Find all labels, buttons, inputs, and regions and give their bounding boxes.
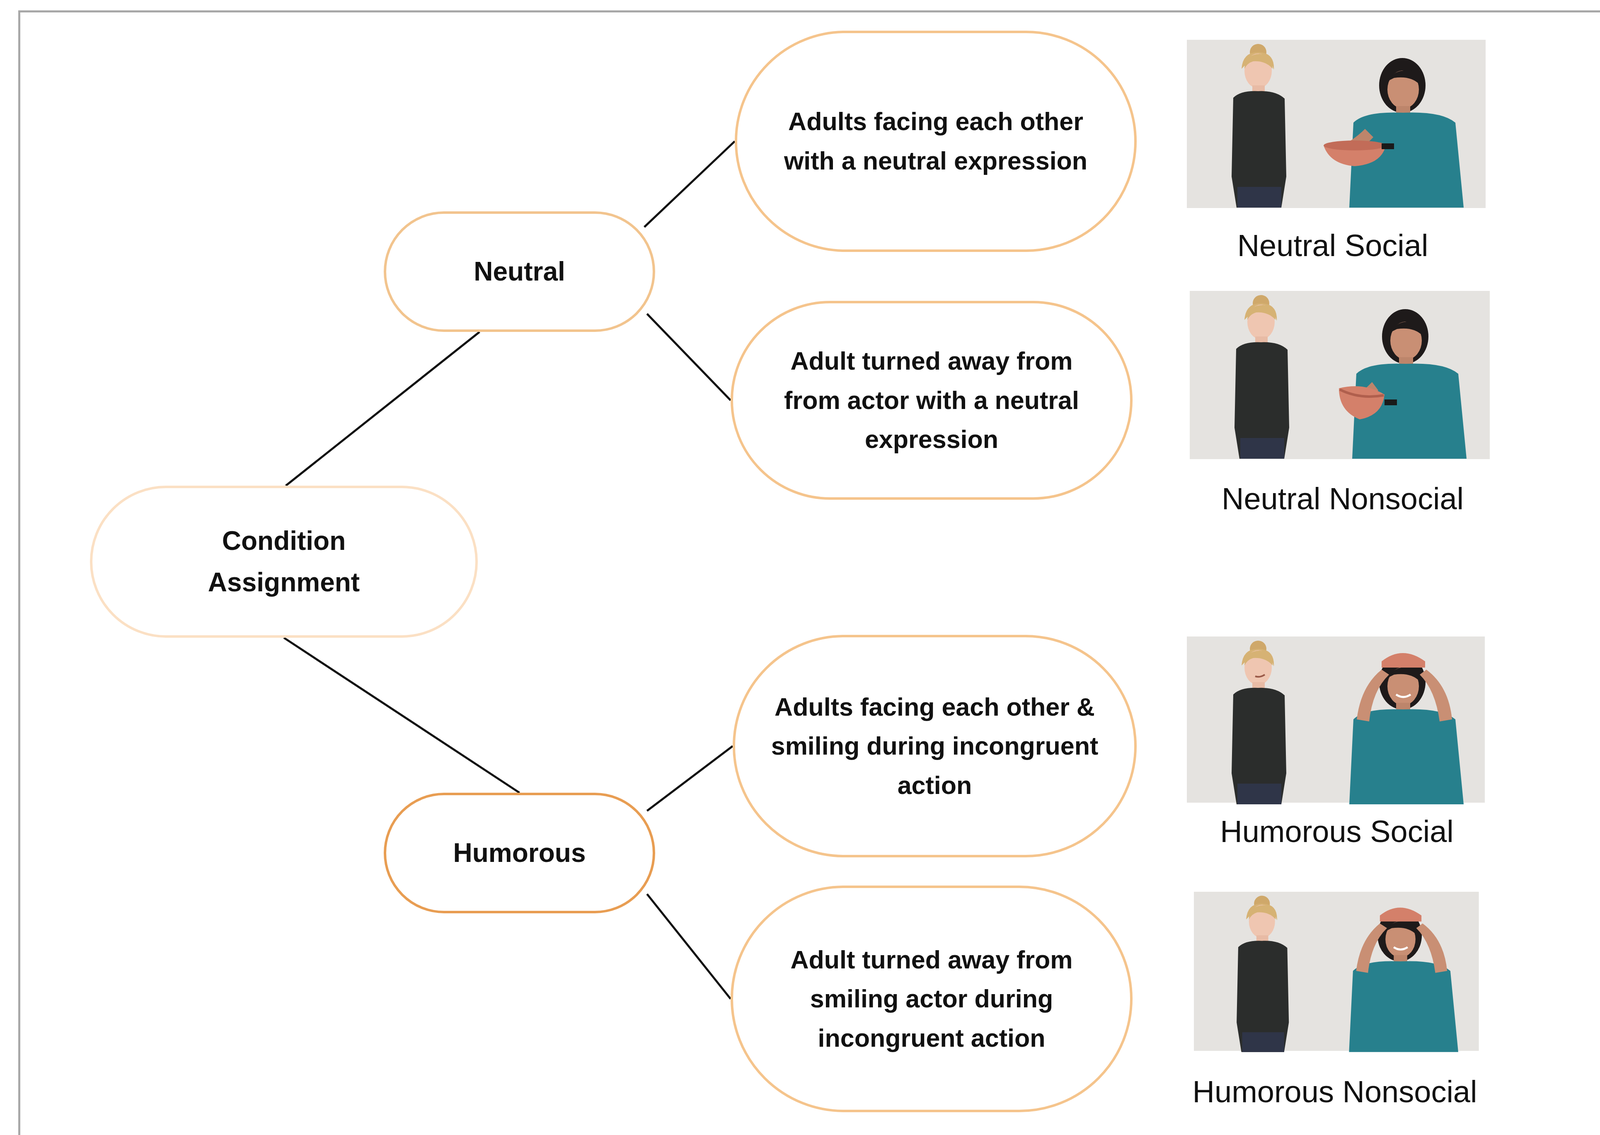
connector-line: [646, 893, 731, 999]
photo-humorous-social: [1186, 636, 1485, 805]
photo-caption: Neutral Nonsocial: [1221, 480, 1464, 518]
connector-line: [644, 141, 735, 228]
node-text: Adults facing each other with a neutral …: [769, 101, 1102, 181]
photo-neutral-social: [1186, 39, 1486, 209]
connector-line: [283, 637, 520, 793]
node-text: Humorous: [453, 832, 586, 874]
description-box: Adult turned away from smiling actor dur…: [730, 885, 1133, 1113]
description-box: Adults facing each other with a neutral …: [734, 30, 1137, 252]
photo-caption: Neutral Social: [1237, 227, 1429, 265]
photo-caption: Humorous Nonsocial: [1192, 1073, 1478, 1111]
node-text: Adults facing each other & smiling durin…: [769, 687, 1101, 806]
node-text: Condition Assignment: [167, 520, 400, 603]
photo-caption: Humorous Social: [1219, 813, 1454, 851]
node-text: Adult turned away from smiling actor dur…: [765, 940, 1098, 1058]
connector-line: [646, 313, 731, 401]
connector-line: [646, 746, 733, 811]
node-text: Adult turned away from from actor with a…: [765, 341, 1098, 460]
node-text: Neutral: [473, 251, 566, 293]
condition-box: Humorous: [383, 792, 656, 914]
description-box: Adults facing each other & smiling durin…: [732, 634, 1137, 858]
photo-humorous-nonsocial: [1193, 891, 1479, 1053]
connector-line: [285, 331, 480, 486]
photo-neutral-nonsocial: [1189, 290, 1490, 460]
condition-box: Neutral: [383, 211, 656, 332]
root-box: Condition Assignment: [89, 485, 478, 638]
description-box: Adult turned away from from actor with a…: [730, 300, 1133, 500]
